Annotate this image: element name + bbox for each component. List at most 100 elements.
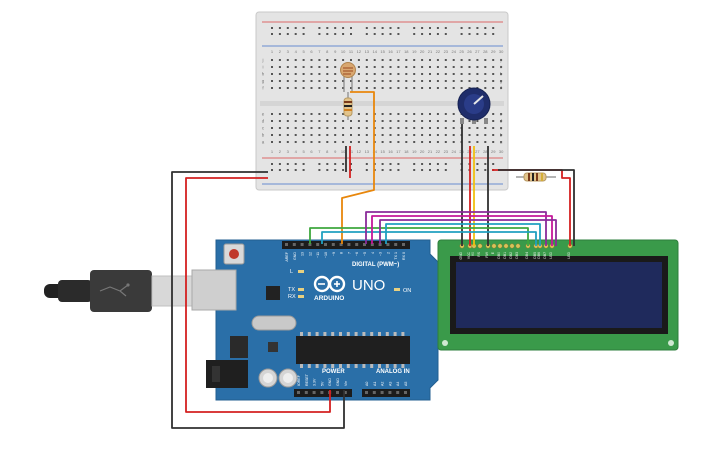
breadboard-hole <box>271 59 273 61</box>
rail-hole <box>271 169 273 171</box>
breadboard-column-number: 25 <box>459 49 464 54</box>
breadboard-hole <box>389 87 392 89</box>
rail-hole <box>294 163 297 165</box>
power-header-pin <box>297 391 300 394</box>
rail-hole <box>286 163 289 165</box>
breadboard-hole <box>373 80 376 82</box>
ic-pin <box>385 332 389 336</box>
breadboard-row-letter: g <box>262 79 265 84</box>
breadboard-hole <box>468 127 471 129</box>
breadboard-hole <box>452 134 455 136</box>
rail-hole <box>381 169 384 171</box>
breadboard-hole <box>405 134 408 136</box>
breadboard-hole <box>484 73 487 75</box>
rail-hole <box>302 33 305 35</box>
breadboard-hole <box>500 113 503 115</box>
breadboard-column-number: 16 <box>388 149 393 154</box>
breadboard-hole <box>413 87 416 89</box>
header-pin-label: 2 <box>386 252 390 254</box>
breadboard-hole <box>468 134 471 136</box>
rail-hole <box>436 163 439 165</box>
tx-led-label: TX <box>288 287 295 293</box>
breadboard-hole <box>429 134 431 136</box>
breadboard-hole <box>468 87 471 89</box>
breadboard-column-number: 28 <box>483 149 488 154</box>
rail-hole <box>326 27 329 29</box>
ic-pin <box>370 364 374 368</box>
breadboard-hole <box>444 113 447 115</box>
breadboard-hole <box>357 66 360 68</box>
rail-hole <box>421 169 424 171</box>
ic-pin <box>307 332 311 336</box>
breadboard-hole <box>318 120 321 122</box>
breadboard-hole <box>397 59 400 61</box>
breadboard-hole <box>334 120 337 122</box>
breadboard-column-number: 1 <box>271 49 274 54</box>
breadboard-hole <box>452 113 455 115</box>
breadboard-row-letter: f <box>500 86 502 91</box>
breadboard-hole <box>468 141 471 143</box>
breadboard-hole <box>286 87 289 89</box>
breadboard-hole <box>405 120 408 122</box>
ic-pin <box>378 332 381 336</box>
wire-lcd-db7 <box>385 223 541 246</box>
rail-hole <box>397 169 400 171</box>
ic-pin <box>401 332 405 336</box>
analog-header-pin <box>388 391 392 394</box>
rail-hole <box>421 27 424 29</box>
header-pin-label: ~9 <box>332 252 336 256</box>
rail-hole <box>381 27 384 29</box>
breadboard-hole <box>302 113 305 115</box>
breadboard-column-number: 24 <box>451 49 456 54</box>
breadboard-hole <box>334 113 337 115</box>
header-pin-label: 13 <box>301 252 305 256</box>
breadboard-hole <box>476 134 479 136</box>
breadboard-hole <box>365 127 368 129</box>
digital-header-pin <box>363 243 366 246</box>
rail-hole <box>444 163 447 165</box>
breadboard-hole <box>381 87 384 89</box>
breadboard-hole <box>452 120 455 122</box>
breadboard-hole <box>326 59 329 61</box>
breadboard-hole <box>436 120 439 122</box>
rx-led-label: RX <box>288 294 296 300</box>
rail-hole <box>413 169 416 171</box>
breadboard-column-number: 18 <box>404 149 409 154</box>
breadboard-row-letter: h <box>262 72 265 77</box>
breadboard-hole <box>294 120 297 122</box>
lcd-pin-label: DB7 <box>543 252 547 259</box>
breadboard-row-letter: i <box>263 65 264 70</box>
breadboard-hole <box>326 134 329 136</box>
breadboard-hole <box>413 113 416 115</box>
breadboard-hole <box>444 134 447 136</box>
rail-hole <box>365 163 368 165</box>
breadboard-column-number: 30 <box>499 149 504 154</box>
digital-header-pin <box>394 243 398 246</box>
header-pin-label: ~3 <box>379 252 383 256</box>
breadboard-hole <box>397 141 400 143</box>
breadboard-hole <box>397 134 400 136</box>
digital-header-pin <box>386 243 390 246</box>
ic-pin <box>315 332 319 336</box>
breadboard-hole <box>381 113 384 115</box>
breadboard-hole <box>310 66 313 68</box>
breadboard-hole <box>421 73 424 75</box>
breadboard-hole <box>286 141 289 143</box>
rail-hole <box>476 169 479 171</box>
breadboard-hole <box>413 59 416 61</box>
rail-hole <box>389 163 392 165</box>
header-pin-label: 8 <box>340 252 344 254</box>
header-pin-label: A4 <box>396 382 400 386</box>
breadboard-hole <box>357 87 360 89</box>
rail-hole <box>278 33 281 35</box>
lcd-pin-label: DB0 <box>497 252 501 259</box>
breadboard-hole <box>397 80 400 82</box>
rail-hole <box>476 33 479 35</box>
breadboard-hole <box>357 141 360 143</box>
breadboard-hole <box>365 73 368 75</box>
ic-pin <box>370 332 374 336</box>
breadboard-column-number: 23 <box>444 149 449 154</box>
breadboard-hole <box>452 66 455 68</box>
rail-hole <box>429 27 431 29</box>
breadboard-row-letter: a <box>500 140 503 145</box>
